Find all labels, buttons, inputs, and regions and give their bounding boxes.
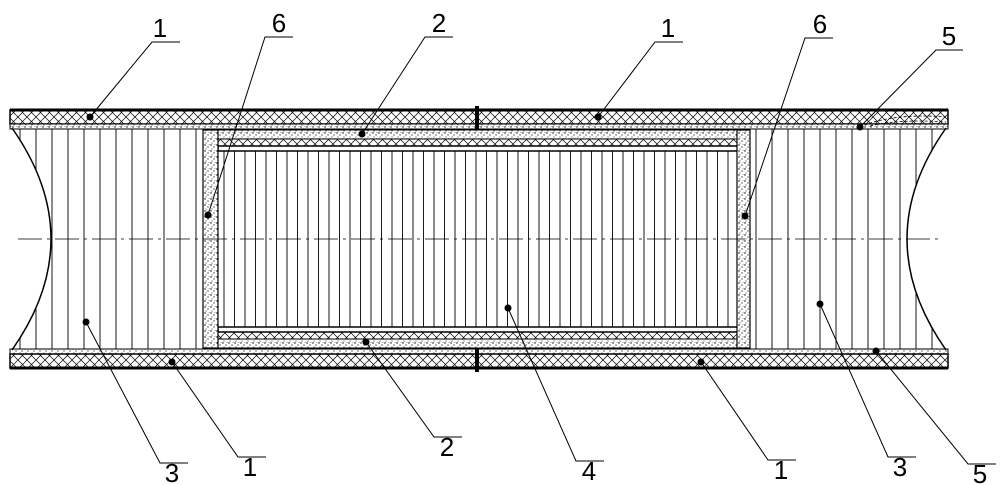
- callout-1-top-left: 1: [153, 13, 167, 43]
- inner-sleeve-top: [218, 130, 738, 151]
- callout-5-bottom: 5: [973, 459, 987, 485]
- leader-lines: [86, 37, 996, 464]
- callout-1-top-right: 1: [661, 13, 675, 43]
- callout-2-top: 2: [432, 8, 446, 38]
- callout-6-left: 6: [272, 8, 286, 38]
- callout-1-bottom-left: 1: [243, 452, 257, 482]
- callout-3-right: 3: [893, 452, 907, 482]
- callout-4: 4: [582, 456, 596, 485]
- callout-6-right: 6: [813, 9, 827, 39]
- callout-3-left: 3: [165, 458, 179, 485]
- inner-sleeve-bottom: [218, 327, 738, 348]
- callout-2-bottom: 2: [440, 432, 454, 462]
- callout-5-top: 5: [942, 21, 956, 51]
- callout-1-bottom-right: 1: [774, 455, 788, 485]
